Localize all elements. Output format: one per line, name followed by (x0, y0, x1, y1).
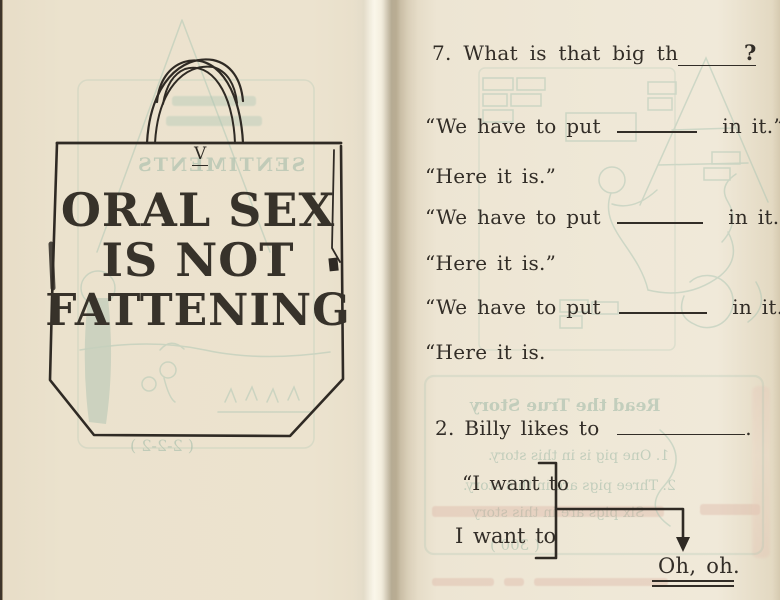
bag-text-line-1: ORAL SEX (60, 183, 336, 237)
fill-in-blank (616, 120, 697, 133)
ghost-overprint (700, 504, 760, 515)
i-want-to-plain: I want to (455, 524, 557, 548)
ghost-smudge (166, 116, 262, 126)
down-arrow-icon (676, 537, 690, 552)
question-7-line: 7. What is that big th? (432, 40, 757, 66)
ink-art (48, 58, 690, 560)
fill-in-blank (618, 301, 707, 314)
fill-in-blank (617, 422, 746, 435)
oh-oh-text: Oh, oh. (658, 554, 741, 578)
i-want-to-quoted: “I want to (462, 471, 569, 495)
here-line-2: “Here it is.” (425, 251, 557, 275)
ghost-caption (534, 578, 668, 586)
fill-in-blank: ? (678, 40, 757, 66)
here-line-3: “Here it is. (425, 340, 546, 364)
ghost-smudge (172, 96, 256, 106)
we-line-2: “We have to put in it.” (425, 205, 780, 229)
double-rule (652, 580, 734, 587)
bag-text-line-2: IS NOT (101, 233, 295, 287)
ghost-art (77, 19, 769, 556)
chapter-numeral: V (192, 144, 209, 166)
fill-in-blank (616, 211, 703, 224)
shopping-bag-drawing (48, 58, 345, 438)
bracket-drawing (534, 461, 690, 560)
spine-crease (352, 0, 418, 600)
ghost-bricks (482, 77, 741, 329)
page-edge (0, 0, 4, 600)
ghost-torn-edge (752, 386, 770, 558)
we-line-1: “We have to put in it.” (425, 114, 780, 138)
here-line-1: “Here it is.” (425, 164, 557, 188)
ghost-overprint (432, 506, 664, 517)
bag-text-line-3: FATTENING (45, 285, 351, 336)
we-line-3: “We have to put in it.” (425, 295, 780, 319)
question-2-line: 2. Billy likes to . (435, 416, 752, 440)
ghost-caption (432, 578, 494, 586)
question-mark: ? (744, 40, 757, 65)
ghost-caption (504, 578, 524, 586)
question-7-text: 7. What is that big th (432, 41, 679, 65)
